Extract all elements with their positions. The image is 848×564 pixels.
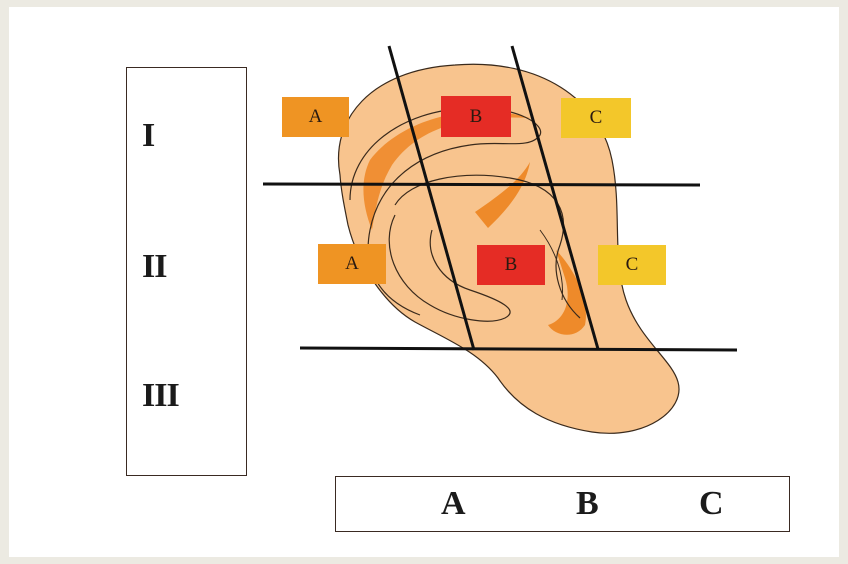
antihelix-fold bbox=[475, 162, 530, 228]
concha-fold bbox=[548, 250, 586, 335]
zone-i-a: A bbox=[282, 97, 349, 137]
row-label-box bbox=[126, 67, 247, 476]
row-label-i: I bbox=[142, 117, 155, 154]
zone-i-b-label: B bbox=[469, 105, 483, 127]
tragus-curve bbox=[539, 229, 564, 301]
divider-line-4 bbox=[510, 45, 600, 350]
column-label-a: A bbox=[441, 485, 466, 522]
zone-ii-a-label: A bbox=[345, 253, 359, 274]
concha-curve bbox=[388, 214, 511, 322]
row-label-iii: III bbox=[142, 377, 180, 414]
zone-ii-b-label: B bbox=[504, 254, 518, 275]
helix-fold bbox=[363, 111, 530, 230]
zone-i-a-label: A bbox=[308, 106, 323, 127]
helix-inner-curve bbox=[349, 107, 542, 316]
divider-line-1 bbox=[262, 182, 701, 187]
antihelix-curve bbox=[394, 174, 581, 319]
zone-ii-c: C bbox=[598, 245, 666, 285]
divider-line-2 bbox=[299, 346, 738, 352]
zone-i-c: C bbox=[561, 98, 631, 138]
zone-i-c-label: C bbox=[589, 107, 603, 128]
zone-ii-c-label: C bbox=[625, 254, 639, 275]
zone-i-b: B bbox=[441, 96, 511, 137]
column-label-b: B bbox=[576, 485, 599, 522]
zone-ii-a: A bbox=[318, 244, 386, 284]
divider-line-3 bbox=[387, 45, 476, 351]
zone-ii-b: B bbox=[477, 245, 545, 285]
column-label-box bbox=[335, 476, 790, 532]
column-label-c: C bbox=[699, 485, 724, 522]
row-label-ii: II bbox=[142, 248, 167, 285]
